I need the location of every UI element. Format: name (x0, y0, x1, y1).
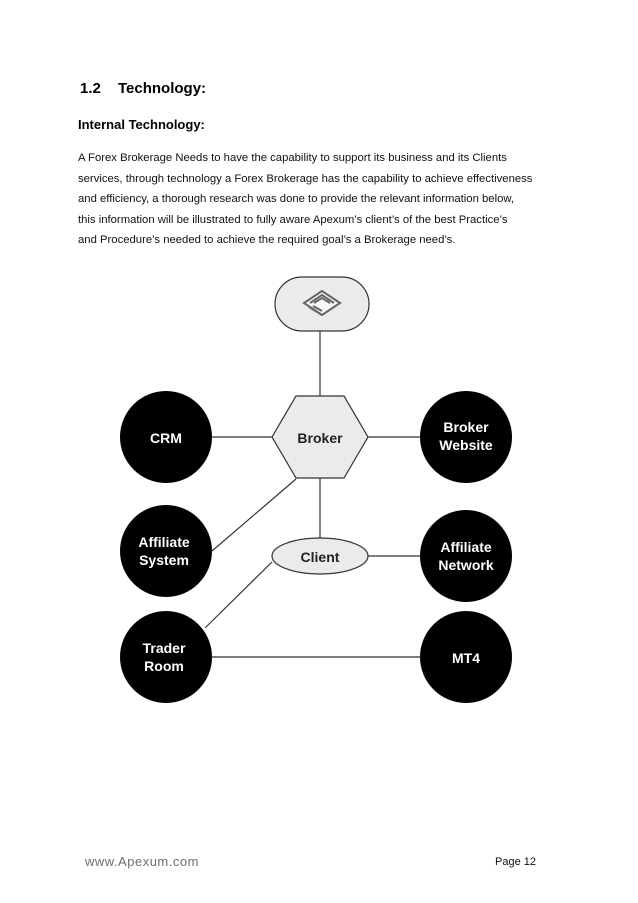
mt4-node: MT4 (420, 611, 512, 703)
technology-diagram: Broker Client CRM Broker Website Affilia… (120, 276, 512, 703)
paragraph-line: A Forex Brokerage Needs to have the capa… (78, 152, 507, 164)
body-paragraph: A Forex Brokerage Needs to have the capa… (78, 148, 564, 251)
paragraph-line: this information will be illustrated to … (78, 213, 508, 226)
affiliate-system-node: Affiliate System (120, 505, 212, 597)
affiliate-network-label-line1: Affiliate (440, 539, 492, 555)
trader-room-node: Trader Room (120, 611, 212, 703)
affiliate-network-node: Affiliate Network (420, 510, 512, 602)
section-heading: 1.2 Technology: (80, 80, 206, 97)
logo-node (274, 276, 370, 332)
section-title: Technology: (118, 80, 207, 97)
footer-page-number: Page 12 (495, 856, 536, 868)
paragraph-line: services, through technology a Forex Bro… (78, 172, 533, 185)
broker-website-node: Broker Website (420, 391, 512, 483)
section-number: 1.2 (80, 80, 101, 97)
affiliate-system-label-line1: Affiliate (138, 534, 190, 550)
broker-website-label-line1: Broker (443, 419, 489, 435)
mt4-label: MT4 (452, 650, 480, 666)
affiliate-network-label-line2: Network (438, 557, 493, 573)
broker-website-label-line2: Website (439, 437, 493, 453)
crm-node: CRM (120, 391, 212, 483)
broker-label: Broker (297, 430, 343, 446)
affiliate-system-label-line2: System (139, 552, 189, 568)
connector-trader-room-client (204, 561, 273, 629)
paragraph-line: and Procedure’s needed to achieve the re… (78, 234, 456, 246)
broker-node: Broker (271, 395, 369, 479)
apexum-logo-icon (302, 289, 342, 317)
client-node: Client (271, 537, 369, 575)
footer-website: www.Apexum.com (85, 854, 199, 869)
connector-affiliate-system-broker (211, 478, 297, 552)
client-label: Client (301, 549, 340, 565)
paragraph-line: and efficiency, a thorough research was … (78, 193, 515, 205)
diagram-connectors (204, 331, 420, 658)
subheading: Internal Technology: (78, 117, 205, 132)
crm-label: CRM (150, 430, 182, 446)
trader-room-label-line1: Trader (143, 640, 186, 656)
trader-room-label-line2: Room (144, 658, 184, 674)
